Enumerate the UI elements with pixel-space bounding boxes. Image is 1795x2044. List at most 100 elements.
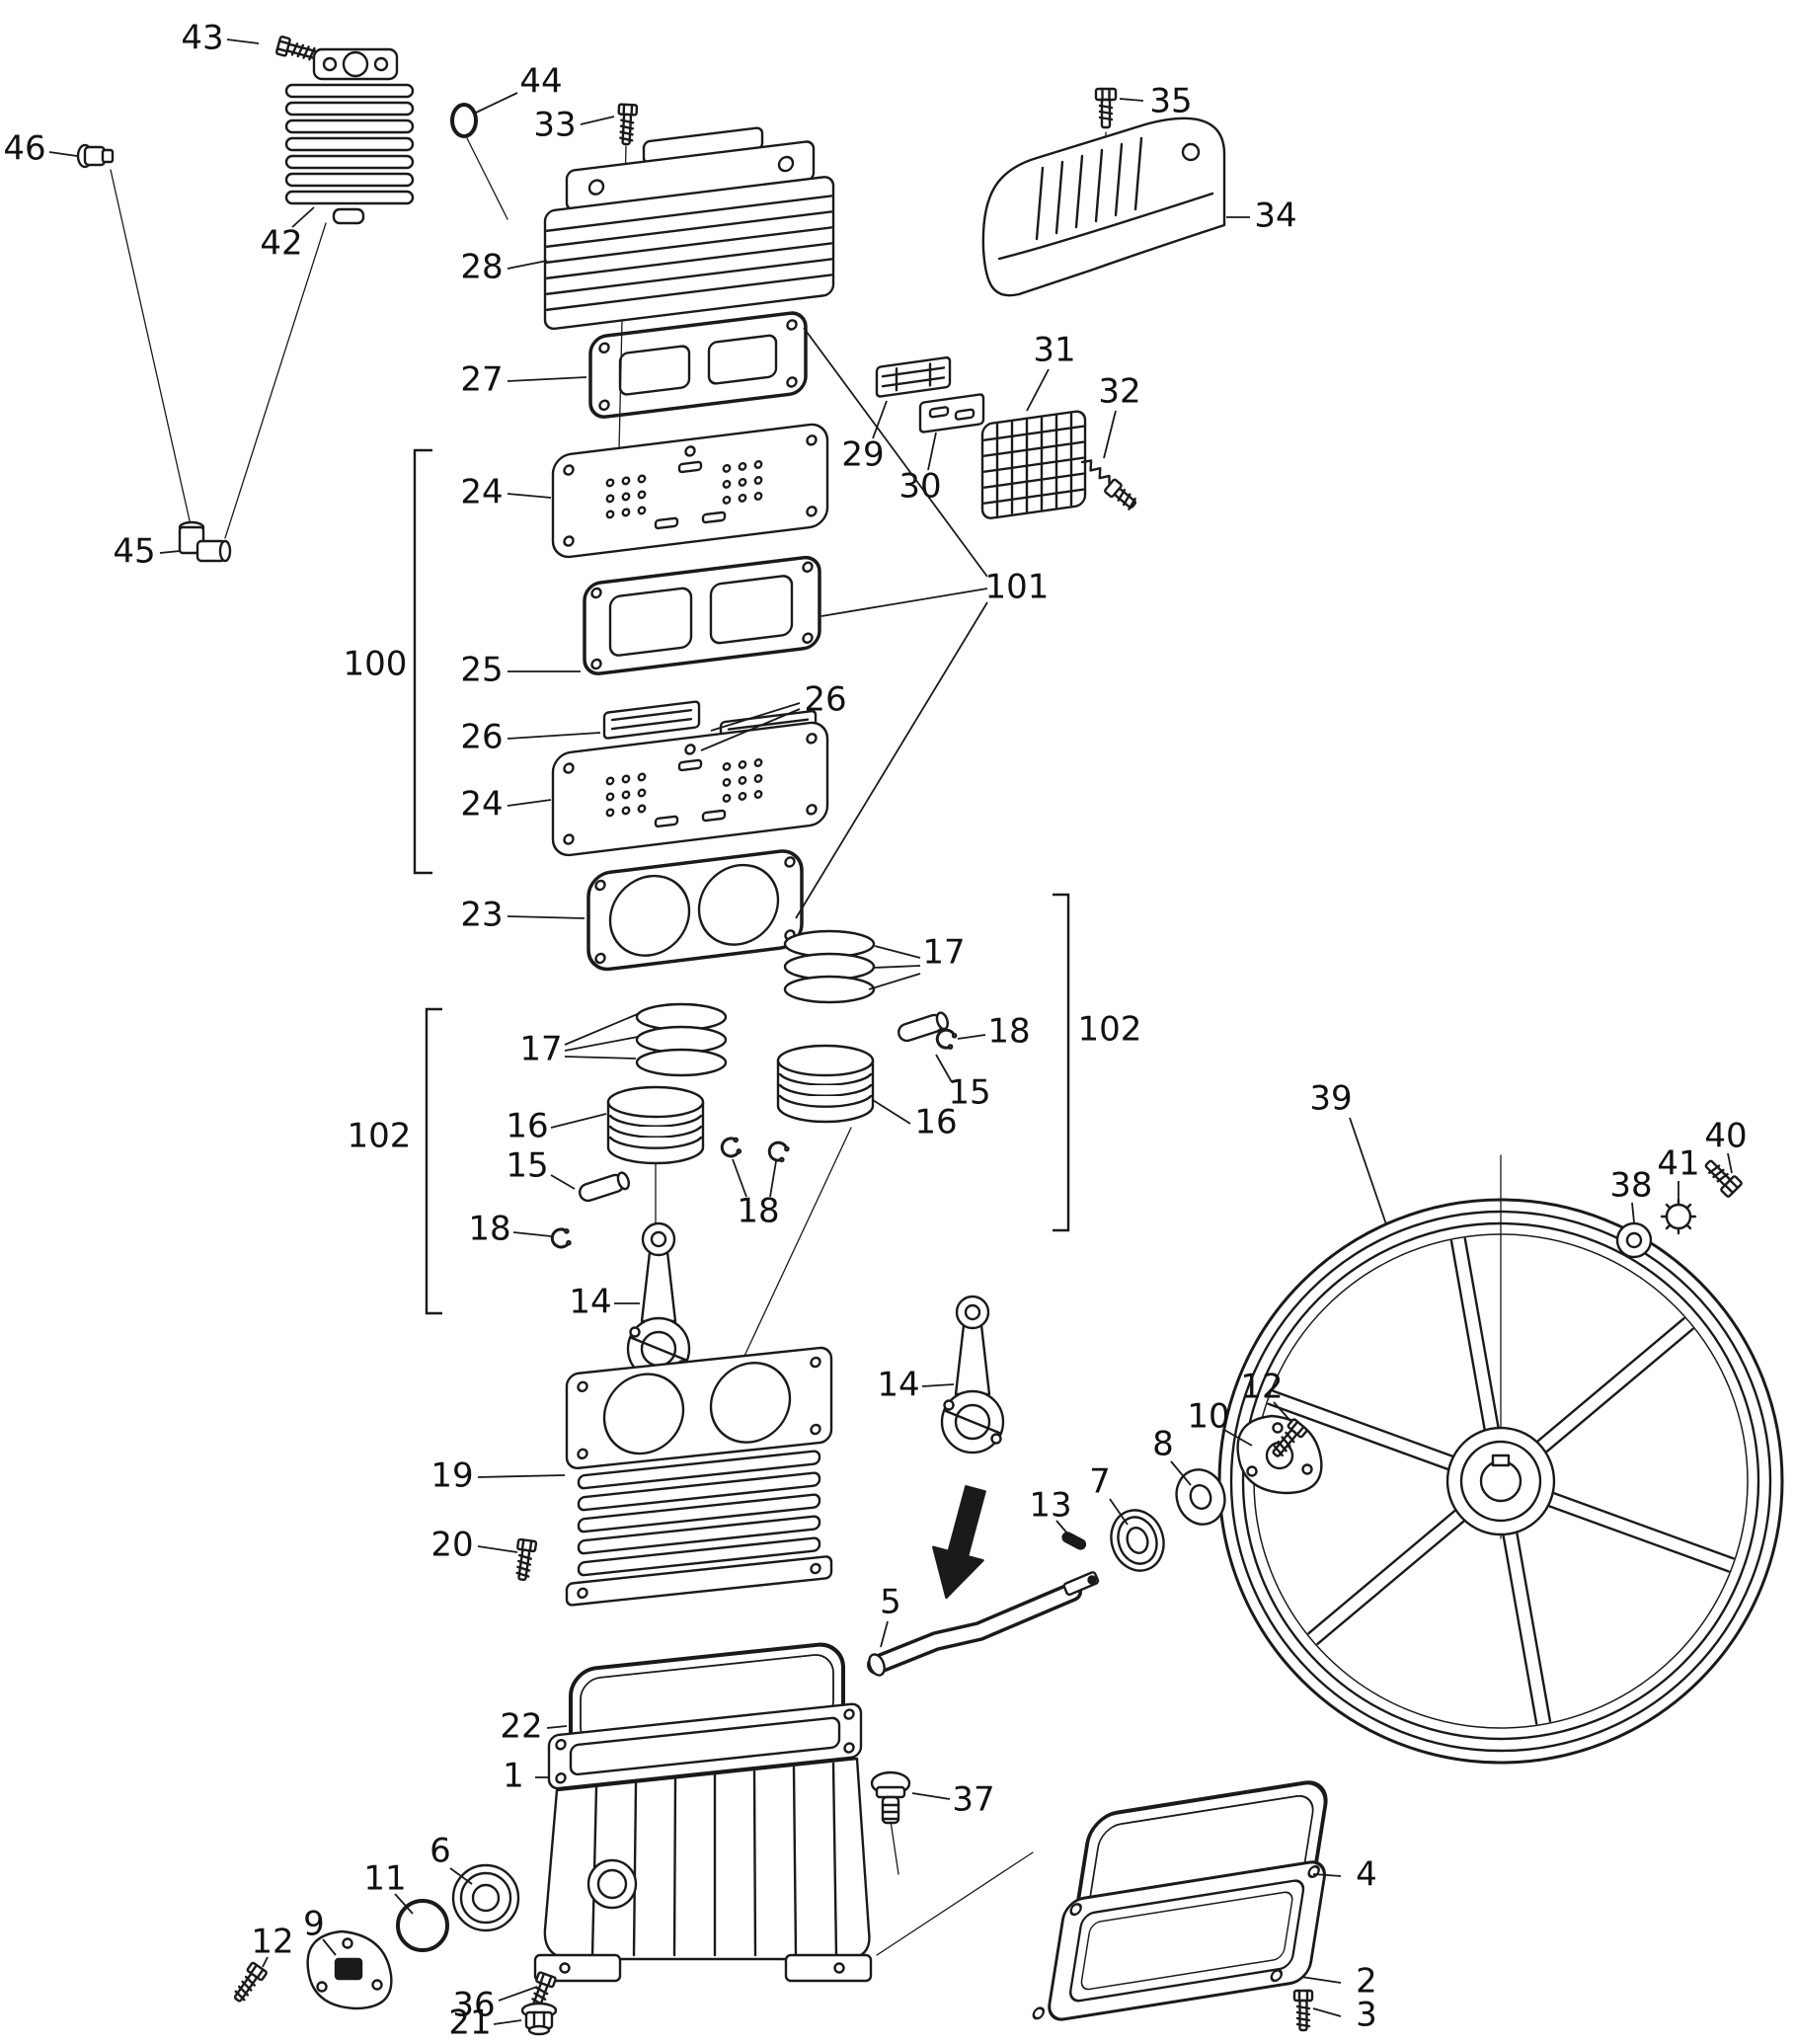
leader-line-18 — [957, 1034, 986, 1040]
callout-20: 20 — [430, 1526, 473, 1565]
callout-102: 102 — [1078, 1010, 1142, 1050]
leader-line-40 — [1727, 1152, 1733, 1174]
leader-line-44 — [475, 92, 518, 114]
leader-line-3 — [1312, 2007, 1342, 2017]
key-13 — [1061, 1532, 1087, 1550]
leader-line-46 — [48, 151, 78, 157]
leader-line-29 — [872, 400, 888, 439]
callout-27: 27 — [460, 360, 503, 400]
callout-16: 16 — [506, 1107, 548, 1146]
washer-38 — [1615, 1221, 1653, 1259]
callout-6: 6 — [429, 1832, 451, 1871]
leader-line-11 — [394, 1893, 414, 1915]
callout-33: 33 — [533, 106, 576, 145]
leader-line-14 — [921, 1383, 955, 1387]
leader-line-24 — [507, 799, 552, 807]
parts-layer — [76, 35, 1784, 2036]
callout-42: 42 — [260, 224, 302, 264]
callout-100: 100 — [344, 645, 408, 684]
callout-18: 18 — [987, 1012, 1030, 1052]
gasket-25 — [583, 555, 821, 675]
bearing-7 — [1110, 1509, 1165, 1572]
base-pan-2 — [1032, 1860, 1326, 2021]
o-ring-44 — [450, 103, 478, 138]
leader-line-33 — [580, 116, 615, 125]
leader-line-13 — [1055, 1520, 1069, 1535]
leader-line-17 — [872, 965, 921, 969]
leader-line-21 — [493, 2019, 522, 2025]
leader-line-5 — [880, 1620, 889, 1648]
screw-43 — [274, 35, 321, 65]
leader-line-45 — [159, 550, 181, 554]
callout-9: 9 — [303, 1905, 325, 1944]
callout-18: 18 — [468, 1210, 510, 1249]
leader-line-20 — [477, 1545, 518, 1553]
leader-line-7 — [1109, 1498, 1129, 1526]
callout-21: 21 — [448, 2004, 491, 2043]
leader-line-28 — [507, 260, 548, 270]
cylinder-gasket-23 — [586, 849, 804, 972]
o-ring-11 — [396, 1899, 449, 1952]
aftercooler-42 — [284, 47, 415, 225]
leader-line-38 — [1631, 1202, 1635, 1223]
callout-10: 10 — [1187, 1397, 1229, 1437]
leader-line-4 — [1312, 1873, 1342, 1877]
wrist-pin-15-left — [576, 1170, 632, 1205]
piston-16-left — [606, 1085, 705, 1165]
connecting-rod-14-right — [940, 1295, 1005, 1454]
callout-12: 12 — [251, 1923, 293, 1962]
leader-line-17 — [874, 945, 921, 959]
callout-16: 16 — [914, 1103, 957, 1142]
leader-line-6 — [449, 1867, 473, 1885]
crankcase-1 — [533, 1702, 873, 1983]
callout-26: 26 — [804, 680, 846, 720]
callout-40: 40 — [1704, 1117, 1747, 1156]
retainer-plate-9 — [308, 1931, 392, 2008]
callout-37: 37 — [952, 1780, 994, 1820]
bolt-35 — [1094, 87, 1118, 129]
crankshaft-5 — [867, 1571, 1100, 1677]
valve-plate-24-upper — [553, 423, 827, 559]
leader-line-17 — [564, 1056, 637, 1060]
callout-41: 41 — [1657, 1144, 1699, 1184]
leader-line-18 — [732, 1158, 747, 1198]
callout-17: 17 — [922, 933, 965, 973]
callout-46: 46 — [3, 129, 45, 169]
bracket-100 — [413, 448, 432, 875]
leader-line-36 — [498, 1986, 538, 2002]
callout-36: 36 — [452, 1986, 495, 2025]
reed-plate-30 — [918, 393, 985, 433]
leader-line-17 — [564, 1036, 639, 1052]
assembly-arrow-icon — [932, 1485, 986, 1600]
leader-line-101 — [803, 327, 988, 578]
cylinder-19 — [565, 1346, 833, 1607]
callout-26: 26 — [460, 718, 503, 757]
bearing-6 — [451, 1863, 520, 1932]
leader-line-24 — [507, 493, 552, 499]
callout-34: 34 — [1254, 197, 1296, 236]
leader-line-32 — [1103, 410, 1117, 459]
callout-25: 25 — [460, 651, 503, 690]
callout-45: 45 — [113, 532, 155, 572]
callout-101: 101 — [985, 568, 1050, 607]
leader-line-23 — [507, 915, 585, 919]
callout-29: 29 — [841, 435, 884, 475]
callout-24: 24 — [460, 785, 503, 825]
retaining-clip-18-mid-b — [764, 1138, 792, 1165]
bracket-102 — [425, 1007, 442, 1315]
callout-38: 38 — [1609, 1166, 1652, 1206]
screw-12-left — [228, 1960, 269, 2006]
reed-valve-29 — [875, 355, 952, 398]
valve-plate-24-lower — [553, 721, 827, 857]
leader-line-19 — [477, 1474, 566, 1478]
leader-line-27 — [507, 376, 587, 382]
leader-line-15 — [935, 1054, 953, 1083]
callout-14: 14 — [877, 1366, 919, 1405]
elbow-fitting-45 — [178, 520, 232, 563]
callout-28: 28 — [460, 248, 503, 287]
callout-14: 14 — [569, 1283, 611, 1322]
piston-rings-17-right — [783, 929, 876, 1004]
callout-17: 17 — [519, 1030, 562, 1069]
callout-44: 44 — [519, 62, 562, 102]
